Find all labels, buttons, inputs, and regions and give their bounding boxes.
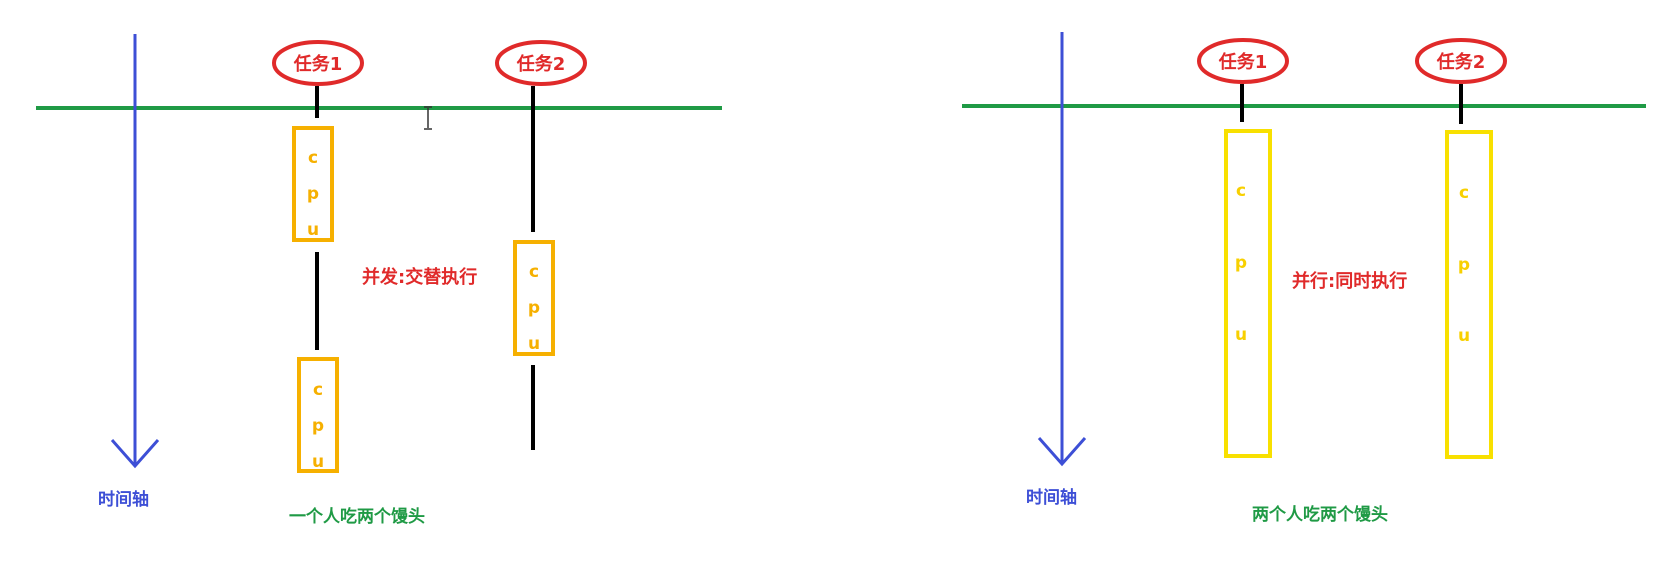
left-time-axis (110, 34, 160, 469)
left-task1-cpu-block-1 (292, 126, 334, 242)
right-task1-label: 任务1 (1218, 51, 1268, 73)
right-task2-cpu-c: c (1459, 183, 1469, 203)
left-task2-label: 任务2 (516, 53, 566, 75)
right-task2-cpu-u: u (1458, 326, 1470, 346)
left-task1-cpu2-p: p (312, 416, 324, 436)
right-task2-cpu-block (1445, 130, 1493, 459)
left-task1-cpu1-u: u (307, 220, 319, 240)
left-task2-cpu-block (513, 240, 555, 356)
right-task1-cpu-u: u (1235, 325, 1247, 345)
left-task2-cpu-p: p (528, 298, 540, 318)
right-task2-cpu-p: p (1458, 255, 1470, 275)
left-task1-label: 任务1 (293, 53, 343, 75)
right-task2-ellipse (1415, 38, 1507, 84)
right-task1-cpu-p: p (1235, 253, 1247, 273)
left-task1-ellipse (272, 40, 364, 86)
parallel-diagram: 时间轴 任务1 c p u 任务2 c p u 并行:同时执行 两个人吃两个馒头 (962, 32, 1646, 525)
left-task2-ellipse (495, 40, 587, 86)
right-task1-ellipse (1197, 38, 1289, 84)
left-caption: 一个人吃两个馒头 (289, 506, 425, 527)
text-cursor-icon (424, 106, 432, 130)
right-note: 并行:同时执行 (1292, 270, 1407, 292)
left-task1-cpu2-c: c (313, 380, 323, 400)
left-axis-label: 时间轴 (98, 489, 149, 510)
right-time-axis (1037, 32, 1087, 467)
right-task2-label: 任务2 (1436, 51, 1486, 73)
right-task1-cpu-c: c (1236, 181, 1246, 201)
right-task1-cpu-block (1224, 129, 1272, 458)
left-task2-cpu-c: c (529, 262, 539, 282)
right-axis-label: 时间轴 (1026, 487, 1077, 508)
left-task1-cpu-block-2 (297, 357, 339, 473)
left-note: 并发:交替执行 (362, 266, 477, 288)
left-task1-cpu2-u: u (312, 452, 324, 472)
right-caption: 两个人吃两个馒头 (1252, 504, 1388, 525)
concurrent-diagram: 时间轴 任务1 c p u c p u 任务2 c p u 并发:交替执行 一个… (36, 34, 722, 527)
left-task2-cpu-u: u (528, 334, 540, 354)
left-task1-cpu1-c: c (308, 148, 318, 168)
left-task1-cpu1-p: p (307, 184, 319, 204)
